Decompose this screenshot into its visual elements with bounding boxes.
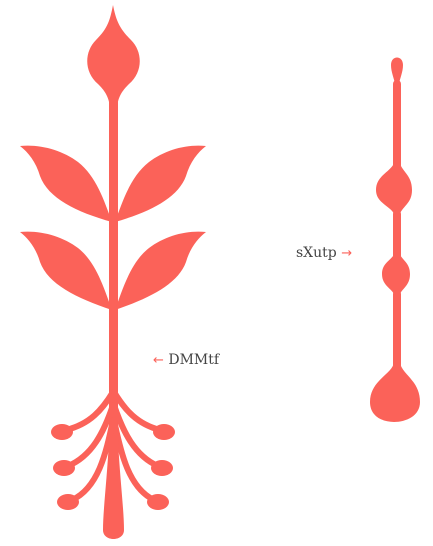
root-tip-right-1 xyxy=(153,424,175,440)
plant-leaf-lower-left xyxy=(20,232,112,310)
label-left: ← DMMtf xyxy=(153,352,219,369)
plant-leaf-lower-right xyxy=(115,232,206,310)
plant-top-bud xyxy=(87,5,140,108)
plant-leaf-upper-left xyxy=(20,146,112,222)
plant-root-tips xyxy=(51,424,175,539)
stem-segment-3 xyxy=(393,290,401,370)
plant-leaf-upper-right xyxy=(115,146,206,222)
stem-bottom-drop xyxy=(370,362,420,422)
stem-segment-1 xyxy=(393,80,401,170)
root-tip-right-2 xyxy=(151,460,173,476)
root-tip-left-3 xyxy=(57,494,79,510)
arrow-right-icon: → xyxy=(341,246,352,261)
label-right: sXutp → xyxy=(296,245,352,262)
branching-plant-shape xyxy=(20,5,206,539)
label-right-text: sXutp xyxy=(296,245,337,261)
label-left-text: DMMtf xyxy=(168,352,219,368)
root-tip-right-3 xyxy=(147,494,169,510)
arrow-left-icon: ← xyxy=(153,353,164,368)
root-tip-left-1 xyxy=(51,424,73,440)
stem-bead-1 xyxy=(376,160,412,216)
root-tip-left-2 xyxy=(53,460,75,476)
beaded-stem-shape xyxy=(370,58,420,423)
stem-bead-2 xyxy=(382,252,410,296)
